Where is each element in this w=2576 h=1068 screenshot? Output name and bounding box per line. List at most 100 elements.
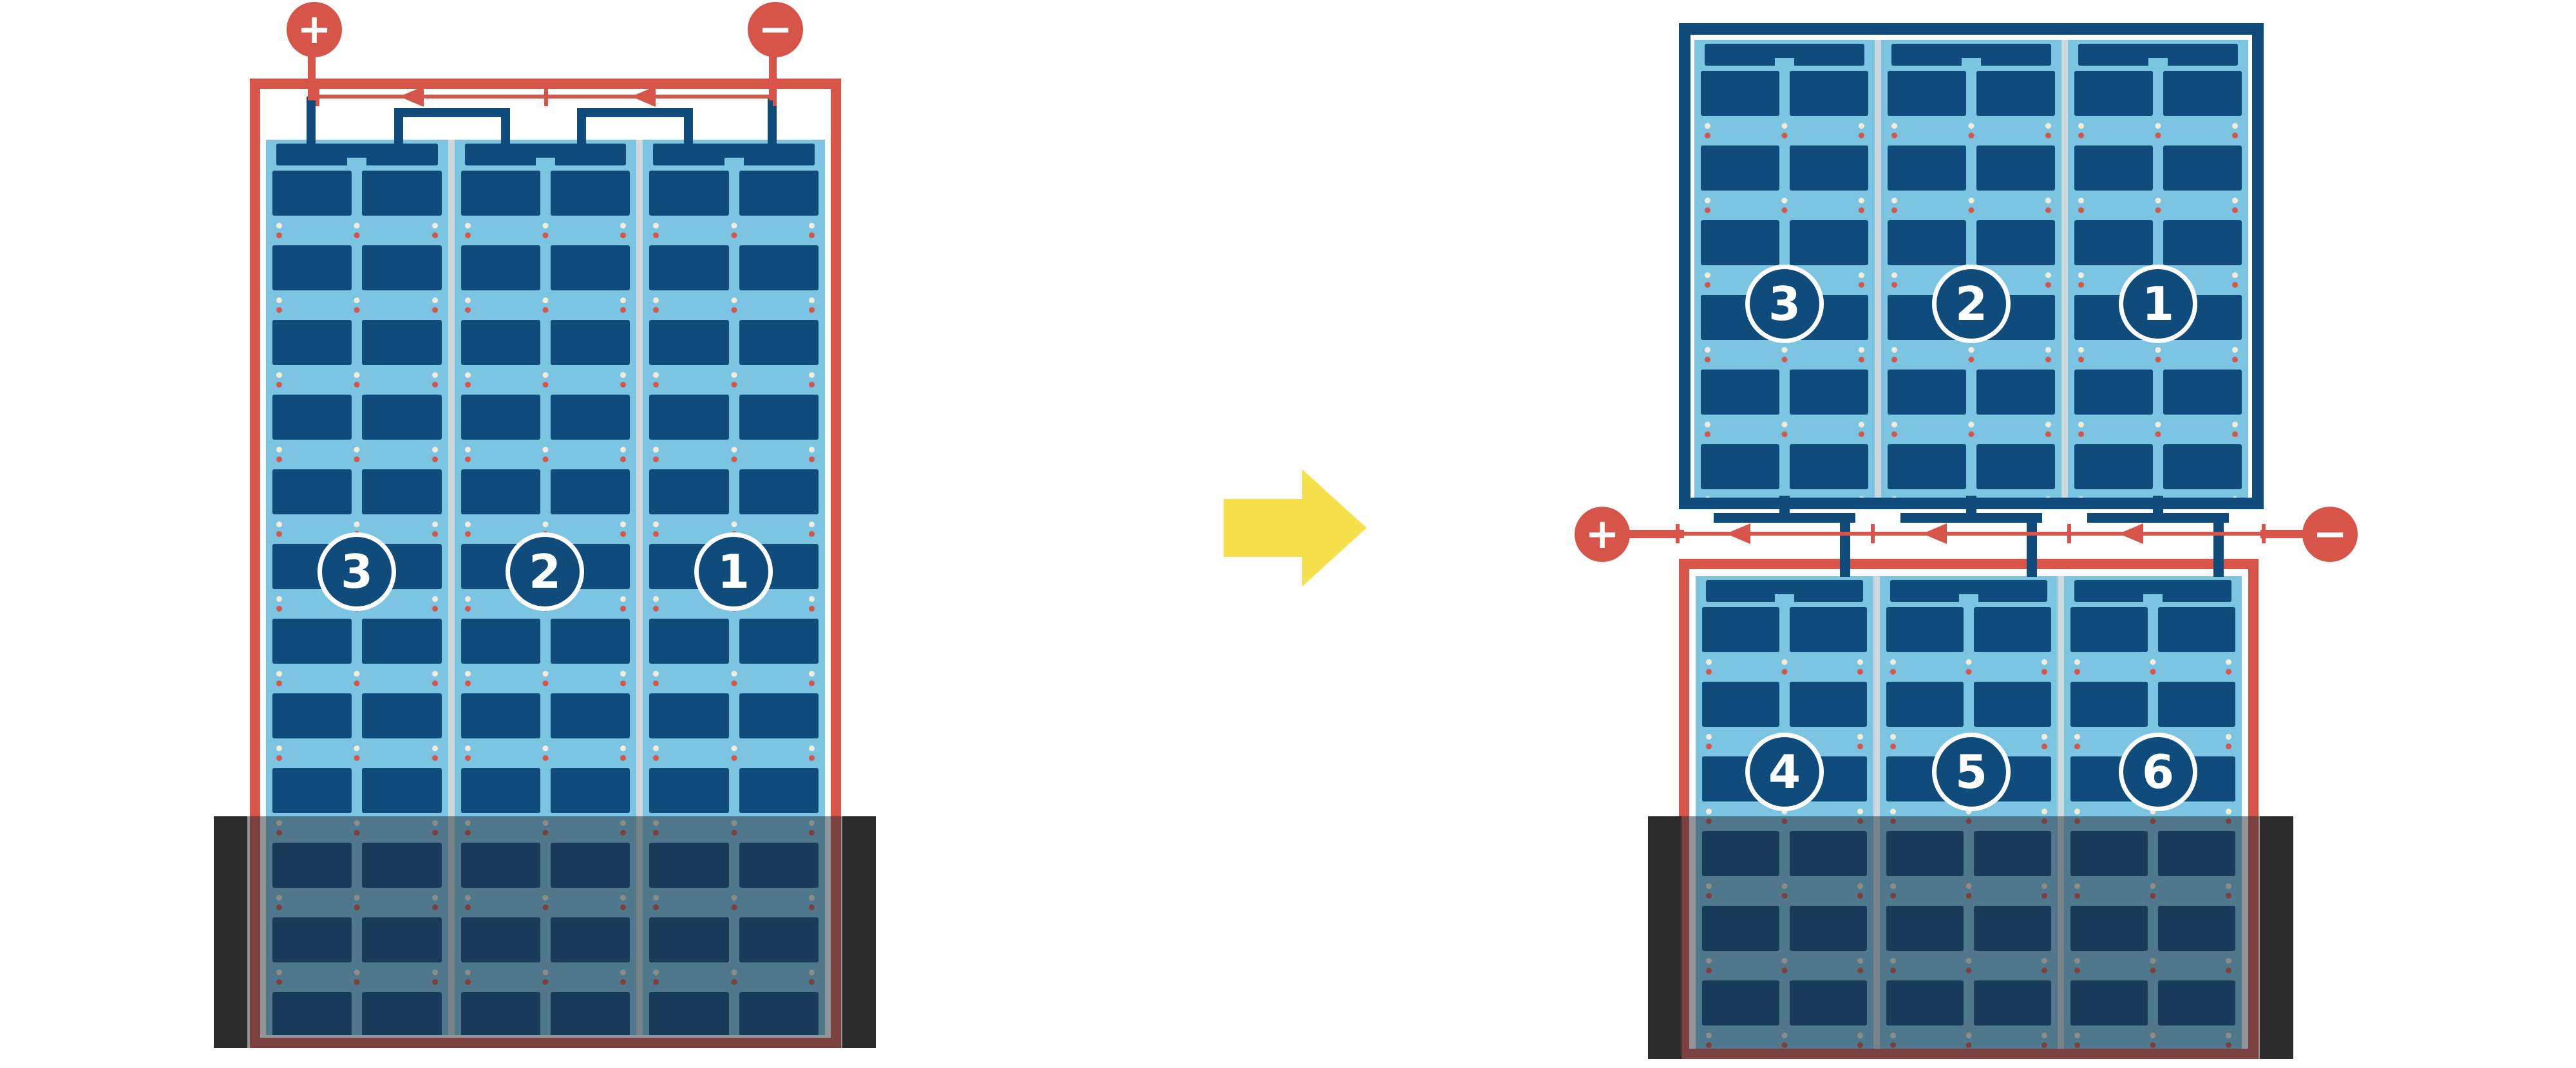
solder-dot bbox=[464, 382, 471, 388]
solder-dot bbox=[731, 307, 737, 313]
solder-dot bbox=[653, 223, 659, 229]
solder-dot bbox=[731, 755, 737, 761]
solder-dot bbox=[1968, 207, 1975, 213]
pv-cell bbox=[1701, 71, 1779, 116]
solder-dot-cluster bbox=[653, 447, 659, 462]
solder-dot bbox=[2226, 669, 2231, 675]
pv-cell-row bbox=[1702, 607, 1867, 652]
pv-cell bbox=[1976, 444, 2055, 489]
solder-dot-cluster bbox=[354, 223, 360, 238]
solder-dot-row bbox=[2064, 652, 2242, 682]
solder-dot bbox=[431, 456, 438, 462]
solder-dot bbox=[809, 680, 815, 686]
solder-dot bbox=[542, 456, 549, 462]
string-number-badge: 1 bbox=[2119, 265, 2197, 343]
solder-dot bbox=[1968, 133, 1975, 138]
pv-cell-row bbox=[1886, 682, 2051, 727]
pv-cell bbox=[2158, 607, 2235, 652]
solder-dot bbox=[809, 372, 815, 378]
shade-bar-left bbox=[1648, 816, 1681, 1059]
solder-dot bbox=[653, 232, 659, 238]
pv-cell-row bbox=[460, 320, 630, 365]
string-number-badge: 5 bbox=[1932, 733, 2011, 811]
solder-dot bbox=[1706, 669, 1712, 675]
solder-dot-cluster bbox=[2045, 123, 2051, 138]
solder-dot bbox=[2155, 347, 2161, 353]
solder-dot bbox=[1706, 744, 1712, 749]
solder-dot bbox=[809, 606, 815, 612]
pv-cell-row bbox=[1701, 444, 1868, 489]
solder-dot bbox=[620, 456, 627, 462]
solder-dot bbox=[2232, 431, 2238, 437]
solder-dot bbox=[1781, 669, 1788, 675]
solder-dot bbox=[431, 531, 438, 537]
solder-dot bbox=[431, 297, 438, 303]
solder-dot bbox=[2074, 669, 2080, 675]
solder-dot-cluster bbox=[1857, 659, 1863, 675]
solder-dot bbox=[1965, 669, 1972, 675]
solder-dot bbox=[431, 671, 438, 677]
solder-dot-cluster bbox=[354, 447, 360, 462]
pv-cell bbox=[362, 619, 442, 664]
solder-dot-cluster bbox=[354, 745, 360, 761]
solder-dot-row bbox=[2068, 116, 2248, 145]
solder-dot-cluster bbox=[809, 447, 815, 462]
solder-dot-cluster bbox=[1859, 272, 1864, 288]
solder-dot-cluster bbox=[653, 671, 659, 686]
pv-cell bbox=[362, 768, 442, 813]
solder-dot bbox=[1705, 347, 1710, 353]
solder-dot bbox=[731, 447, 737, 453]
solder-dot bbox=[431, 521, 438, 527]
solder-dot bbox=[2232, 357, 2238, 362]
busbar bbox=[653, 144, 815, 165]
pv-cell bbox=[1790, 444, 1868, 489]
solder-dot bbox=[809, 297, 815, 303]
pv-cell bbox=[649, 693, 729, 738]
pv-cell bbox=[1790, 145, 1868, 191]
solder-dot bbox=[653, 745, 659, 751]
solder-dot bbox=[2041, 669, 2047, 675]
solder-dot bbox=[431, 596, 438, 602]
solder-dot-cluster bbox=[431, 447, 438, 462]
solder-dot-row bbox=[643, 290, 825, 320]
solder-dot bbox=[809, 745, 815, 751]
pv-cell bbox=[272, 320, 352, 365]
solder-dot-row bbox=[643, 664, 825, 693]
solder-dot bbox=[1857, 659, 1863, 665]
solder-dot bbox=[2045, 133, 2051, 138]
column-separator bbox=[2058, 576, 2064, 1049]
solder-dot bbox=[1705, 198, 1710, 203]
solder-dot-cluster bbox=[1891, 123, 1897, 138]
pv-cell bbox=[649, 171, 729, 216]
pv-cell bbox=[649, 245, 729, 290]
pv-cell bbox=[2163, 220, 2242, 265]
solder-dot-cluster bbox=[1705, 272, 1710, 288]
solder-dot bbox=[354, 745, 360, 751]
pv-cell-row bbox=[2074, 370, 2242, 415]
solder-dot bbox=[653, 307, 659, 313]
solder-dot bbox=[1965, 659, 1972, 665]
solder-dot bbox=[276, 307, 282, 313]
pv-cell bbox=[551, 395, 630, 440]
solder-dot bbox=[653, 671, 659, 677]
solder-dot bbox=[276, 382, 282, 388]
solder-dot bbox=[1781, 431, 1788, 437]
solder-dot bbox=[1781, 357, 1788, 362]
solder-dot bbox=[354, 755, 360, 761]
solder-dot bbox=[620, 307, 627, 313]
plus-terminal: + bbox=[287, 2, 342, 57]
pv-cell bbox=[272, 171, 352, 216]
solder-dot bbox=[542, 755, 549, 761]
pv-cell bbox=[739, 395, 819, 440]
solder-dot bbox=[620, 671, 627, 677]
pv-cell bbox=[460, 469, 541, 514]
solder-dot-cluster bbox=[431, 297, 438, 313]
current-direction-line bbox=[316, 86, 777, 107]
solder-dot bbox=[653, 596, 659, 602]
solder-dot-cluster bbox=[354, 671, 360, 686]
solder-dot-cluster bbox=[809, 521, 815, 537]
string-number: 5 bbox=[1955, 745, 1988, 799]
string-number: 1 bbox=[2141, 277, 2175, 331]
pv-cell bbox=[460, 245, 541, 290]
solder-dot bbox=[2155, 207, 2161, 213]
